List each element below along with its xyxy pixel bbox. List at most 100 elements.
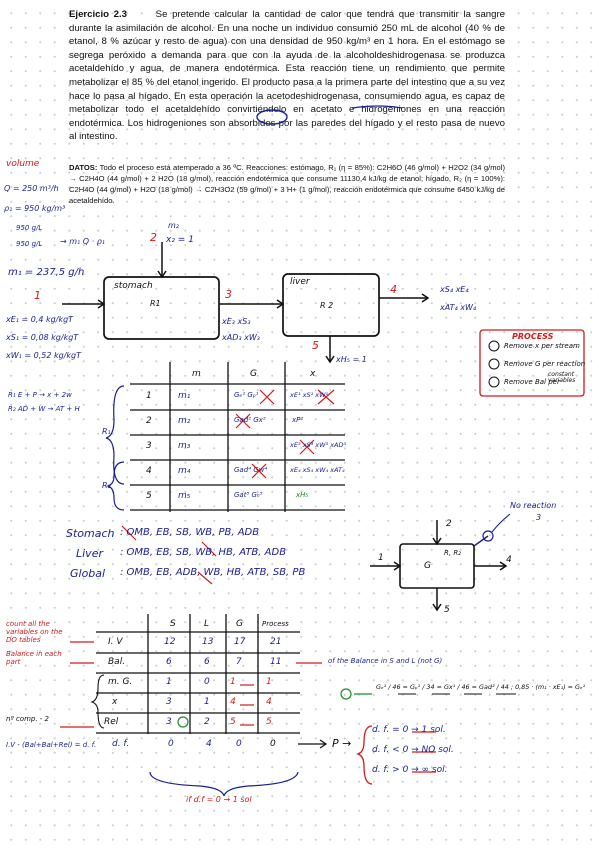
note-m1: m₁ = 237,5 g/h	[8, 267, 85, 278]
t1-cell-x: xE³ xS³ xW³ xAD³	[290, 441, 347, 449]
process-box	[479, 329, 585, 397]
t1-cell-x: xH₅	[296, 491, 309, 499]
t2-cell-p: 11	[270, 657, 282, 667]
r2-label: R 2	[320, 301, 334, 310]
t2-header-g: G	[236, 619, 243, 629]
r1-label: R1	[150, 299, 161, 308]
note-950b: 950 g/L	[16, 240, 43, 248]
t2-cell-g: 4	[230, 697, 236, 707]
stomach-label: stomach	[114, 281, 153, 291]
note-xs4: xS₄ xE₄	[440, 285, 469, 294]
note-mq: → m₁ Q · ρ₁	[60, 237, 105, 246]
t2-cell-l: 6	[204, 657, 210, 667]
stream-3: 3	[225, 288, 232, 301]
stream-5: 5	[312, 339, 319, 352]
process-step-3: Remove Bal per	[504, 378, 560, 386]
t2-cell-g: 17	[234, 637, 246, 647]
t2-cell-g: 0	[236, 739, 242, 749]
global-reactions: R, R₂	[444, 549, 461, 557]
r1-side-label: R₁	[102, 427, 111, 436]
data-label: DATOS:	[69, 163, 98, 172]
t2-cell-s: 0	[168, 739, 174, 749]
stream-2: 2	[150, 231, 157, 244]
t1-header-m: m	[192, 369, 201, 379]
note-xad3: xAD₃ xW₃	[222, 333, 260, 342]
table1-grid	[130, 362, 345, 512]
t1-cell-m: m₁	[178, 391, 191, 401]
table2-grid	[96, 614, 300, 734]
note-xat4: xAT₄ xW₄	[440, 303, 477, 312]
t2-cell-p: 1	[266, 677, 272, 687]
problem-body: Se pretende calcular la cantidad de calo…	[69, 9, 505, 143]
t1-header-x: x	[310, 369, 316, 379]
note-xs1: xS₁ = 0,08 kg/kgT	[6, 333, 79, 342]
t2-header-s: S	[170, 619, 176, 629]
r2-side-label: R₂	[102, 481, 111, 490]
process-step-2: Remove G per reaction	[504, 360, 586, 368]
note-eq2: R₂ AD + W → AT + H	[8, 405, 80, 413]
ratio-equation: Gₑ¹ / 46 = Gₚ¹ / 34 = Gx¹ / 46 = Gad² / …	[376, 683, 586, 691]
process-step-3b: constant variables	[548, 371, 576, 384]
circle-85	[256, 109, 288, 125]
t2-note-balance: Balance in each part	[6, 650, 62, 666]
t2-note-count: count all the variables on the DO tables	[6, 620, 63, 644]
global-out-5: 5	[444, 605, 450, 615]
t1-cell-g: Gad² Gx²	[234, 416, 266, 424]
t1-cell-m: m₂	[178, 416, 191, 426]
compounds-global-label: Global	[70, 567, 106, 580]
t2-cell-l: 2	[204, 717, 210, 727]
t2-row-label: Rel	[104, 717, 119, 727]
note-volume: volume	[6, 159, 40, 169]
t2-cell-s: 3	[166, 717, 172, 727]
t2-row-label: I. V	[108, 637, 123, 647]
t2-cell-g: 1	[230, 677, 236, 687]
t2-cell-g: 5	[230, 717, 236, 727]
t2-cell-p: 0	[270, 739, 276, 749]
t2-cell-l: 13	[202, 637, 214, 647]
t1-row-num: 4	[146, 466, 152, 476]
compounds-stomach: : OMB, EB, SB, WB, PB, ADB	[120, 527, 260, 538]
t1-cell-x: xE₄ xS₄ xW₄ xAT₄	[290, 466, 345, 474]
p-label: P →	[332, 737, 352, 750]
iv-formula: I.V - (Bal+Bal+Rel) = d. f.	[6, 741, 97, 749]
process-title: PROCESS	[512, 332, 554, 341]
t2-cell-s: 3	[166, 697, 172, 707]
global-in-1: 1	[378, 553, 384, 563]
t2-cell-s: 6	[166, 657, 172, 667]
t1-cell-g: Gad⁴ Gw⁴	[234, 466, 268, 474]
global-in-2: 2	[446, 519, 452, 529]
case-positive: d. f. > 0 → ∞ sol.	[372, 765, 448, 775]
t2-row-label: d. f.	[112, 739, 130, 749]
stream-4: 4	[390, 283, 397, 296]
note-xe1: xE₁ = 0,4 kg/kgT	[6, 315, 74, 324]
case-negative: d. f. < 0 → NO sol.	[372, 745, 454, 755]
process-step-1: Remove x per stream	[504, 342, 580, 350]
t2-row-label: x	[112, 697, 118, 707]
t1-cell-m: m₅	[178, 491, 191, 501]
t2-cell-p: 4	[266, 697, 272, 707]
compounds-global: : OMB, EB, ADB, WB, HB, ATB, SB, PB	[120, 567, 306, 578]
t1-header-g: G	[250, 369, 257, 379]
t2-cell-s: 1	[166, 677, 172, 687]
t2-cell-p: 21	[270, 637, 282, 647]
note-xh5: xH₅ = 1	[336, 355, 367, 364]
if-df-note: if d.f = 0 → 1 sol	[186, 795, 252, 804]
t2-row-label: Bal.	[108, 657, 126, 667]
t1-cell-x: xE¹ xS¹ xW¹	[290, 391, 329, 399]
compounds-stomach-label: Stomach	[66, 527, 115, 540]
note-q: Q = 250 m³/h	[4, 184, 59, 193]
note-m2: m₂	[168, 221, 179, 230]
t2-cell-l: 4	[206, 739, 212, 749]
t2-cell-s: 12	[164, 637, 176, 647]
compounds-liver-label: Liver	[76, 547, 103, 560]
t2-cell-l: 0	[204, 677, 210, 687]
case-zero: d. f. = 0 → 1 sol.	[372, 725, 446, 735]
problem-label: Ejercicio 2.3	[69, 9, 127, 20]
no-reaction-note: No reaction	[510, 501, 557, 510]
no-reaction-num: 3	[536, 513, 542, 522]
liver-box	[282, 273, 380, 337]
problem-paragraph: Ejercicio 2.3 Se pretende calcular la ca…	[69, 8, 505, 144]
data-text: Todo el proceso está atemperado a 36 ºC.…	[69, 163, 505, 205]
data-section: DATOS: Todo el proceso está atemperado a…	[69, 163, 505, 207]
t2-cell-l: 1	[204, 697, 210, 707]
